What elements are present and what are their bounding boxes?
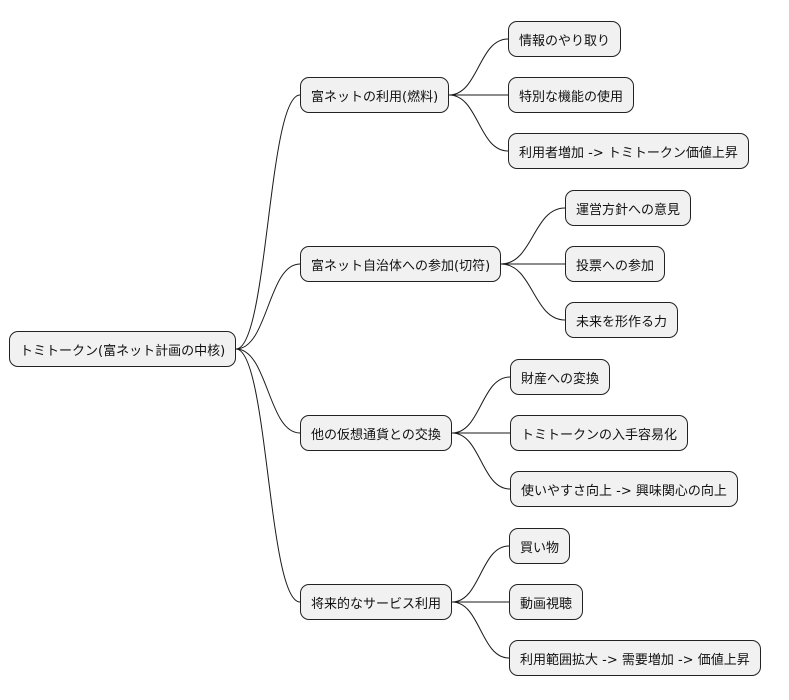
connector-line (235, 263, 301, 350)
leaf-node: 利用者増加 -> トミトークン価値上昇 (508, 133, 749, 169)
leaf-node: 投票への参加 (565, 246, 666, 282)
connector-line (500, 263, 566, 321)
leaf-node: 財産への変換 (510, 359, 611, 395)
connector-line (451, 432, 511, 490)
connector-line (451, 545, 510, 603)
branch-node-future-services: 将来的なサービス利用 (300, 584, 453, 620)
leaf-node: 特別な機能の使用 (508, 77, 635, 113)
leaf-node: 情報のやり取り (508, 21, 622, 57)
connector-line (448, 94, 509, 152)
leaf-node: 買い物 (509, 528, 571, 564)
connector-line (451, 376, 511, 434)
connector-line (235, 348, 301, 603)
branch-node-ticket: 富ネット自治体への参加(切符) (300, 246, 502, 282)
connector-line (451, 601, 510, 659)
leaf-node: 使いやすさ向上 -> 興味関心の向上 (510, 471, 738, 507)
leaf-node: 動画視聴 (509, 584, 584, 620)
connector-line (235, 348, 301, 434)
branch-node-exchange: 他の仮想通貨との交換 (300, 415, 452, 451)
branch-node-fuel: 富ネットの利用(燃料) (300, 77, 450, 113)
leaf-node: 運営方針への意見 (565, 190, 692, 226)
leaf-node: 利用範囲拡大 -> 需要増加 -> 価値上昇 (509, 640, 761, 676)
connector-line (448, 38, 509, 96)
connector-line (235, 94, 301, 350)
leaf-node: 未来を形作る力 (565, 302, 679, 338)
connector-line (500, 207, 566, 265)
leaf-node: トミトークンの入手容易化 (510, 415, 689, 451)
root-node: トミトークン(富ネット計画の中核) (9, 331, 237, 367)
